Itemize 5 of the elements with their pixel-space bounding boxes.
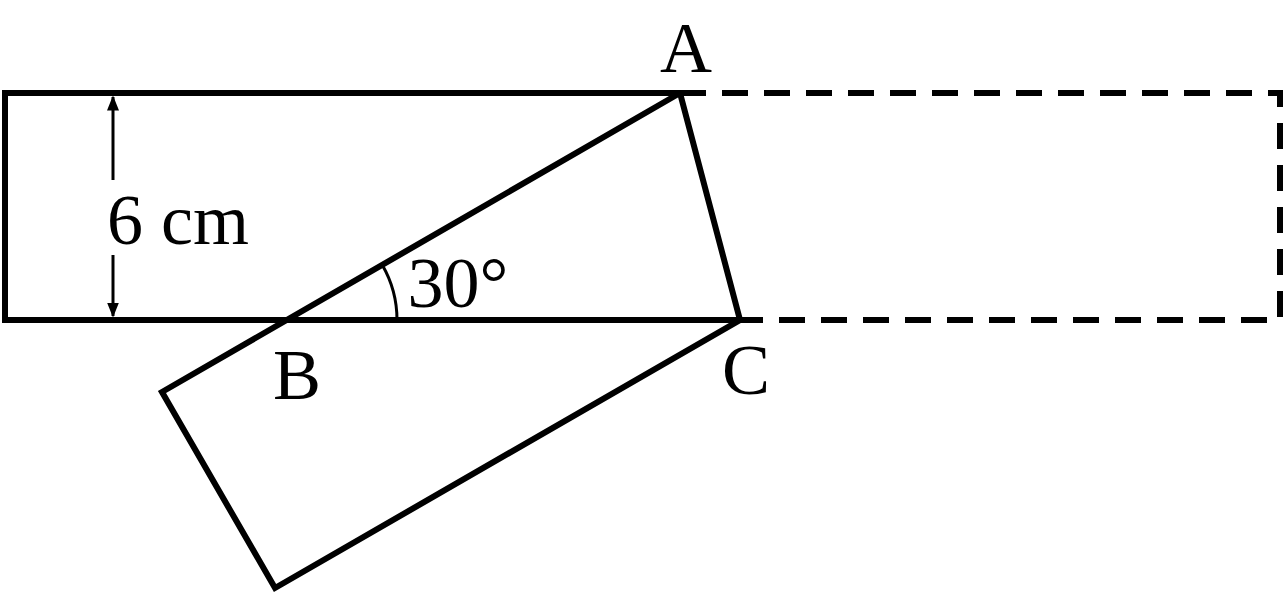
point-label: A (660, 12, 712, 84)
angle-label: 30° (407, 247, 509, 319)
dimension-label: 6 cm (107, 184, 249, 256)
point-label: C (722, 334, 770, 406)
point-label: B (273, 339, 321, 411)
